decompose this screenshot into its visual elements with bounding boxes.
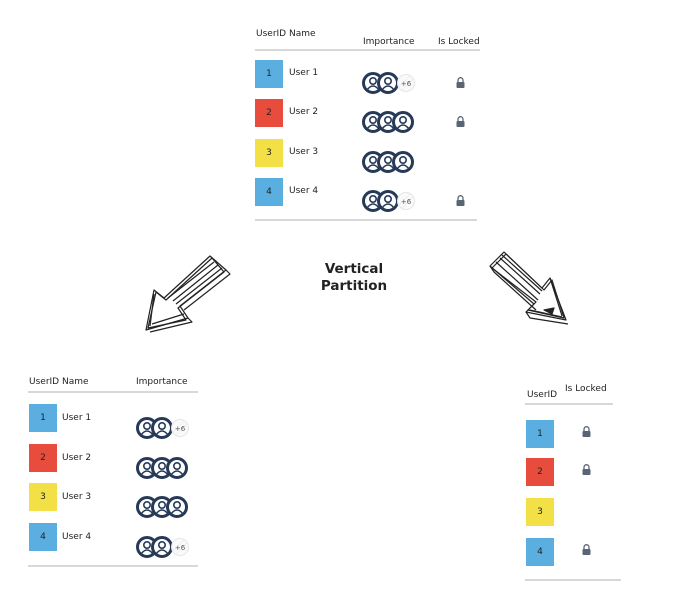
importance-users-icon: +6 <box>362 190 415 212</box>
table-bottom-border <box>255 219 477 221</box>
importance-users-icon <box>362 111 414 133</box>
importance-users-icon: +6 <box>136 536 189 558</box>
header-divider <box>525 403 613 405</box>
user-id-cell: 1 <box>29 404 57 432</box>
user-name: User 1 <box>289 68 319 78</box>
user-id-cell: 3 <box>526 498 554 526</box>
user-id-cell: 1 <box>255 60 283 88</box>
importance-users-icon <box>136 457 188 479</box>
user-id-cell: 1 <box>526 420 554 448</box>
top-table: UserID Name Importance Is Locked 1 User 1… <box>0 0 700 230</box>
diagram-title: Vertical Partition <box>300 261 408 295</box>
header-is-locked: Is Locked <box>565 384 607 394</box>
user-id-cell: 2 <box>29 444 57 472</box>
header-userid-name: UserID Name <box>256 29 316 39</box>
user-name: User 3 <box>289 147 319 157</box>
more-count-label: +6 <box>401 80 412 88</box>
title-line-1: Vertical <box>324 261 384 277</box>
lock-icon <box>582 464 591 475</box>
header-importance: Importance <box>363 37 415 47</box>
table-bottom-border <box>28 565 198 567</box>
importance-users-icon: +6 <box>136 417 189 439</box>
arrow-left-down-icon <box>145 255 231 333</box>
table-bottom-border <box>525 579 621 581</box>
user-id-cell: 2 <box>526 458 554 486</box>
importance-users-icon <box>362 151 414 173</box>
right-table: UserID Is Locked 1 2 3 4 <box>500 370 700 600</box>
importance-users-icon <box>136 496 188 518</box>
header-importance: Importance <box>136 377 188 387</box>
more-count-label: +6 <box>175 544 186 552</box>
user-name: User 3 <box>62 492 92 502</box>
header-divider <box>255 49 480 51</box>
lock-icon <box>582 426 591 437</box>
user-id-cell: 3 <box>255 139 283 167</box>
user-name: User 1 <box>62 413 92 423</box>
lock-icon <box>456 116 465 127</box>
lock-icon <box>456 195 465 206</box>
user-name: User 2 <box>62 453 92 463</box>
user-id-cell: 3 <box>29 483 57 511</box>
importance-users-icon: +6 <box>362 72 415 94</box>
user-id-cell: 4 <box>526 538 554 566</box>
more-count-label: +6 <box>401 198 412 206</box>
more-count-label: +6 <box>175 425 186 433</box>
header-divider <box>28 391 198 393</box>
arrow-right-down-icon <box>489 251 569 325</box>
user-id-cell: 4 <box>29 523 57 551</box>
lock-icon <box>456 77 465 88</box>
header-userid: UserID <box>527 390 558 400</box>
left-table: UserID Name Importance 1 User 1 +6 2 User 2 3… <box>0 340 260 580</box>
header-userid-name: UserID Name <box>29 377 89 387</box>
user-name: User 4 <box>62 532 92 542</box>
lock-icon <box>582 544 591 555</box>
header-is-locked: Is Locked <box>438 37 480 47</box>
user-id-cell: 4 <box>255 178 283 206</box>
user-name: User 2 <box>289 107 319 117</box>
user-name: User 4 <box>289 186 319 196</box>
user-id-cell: 2 <box>255 99 283 127</box>
title-line-2: Partition <box>320 278 388 294</box>
